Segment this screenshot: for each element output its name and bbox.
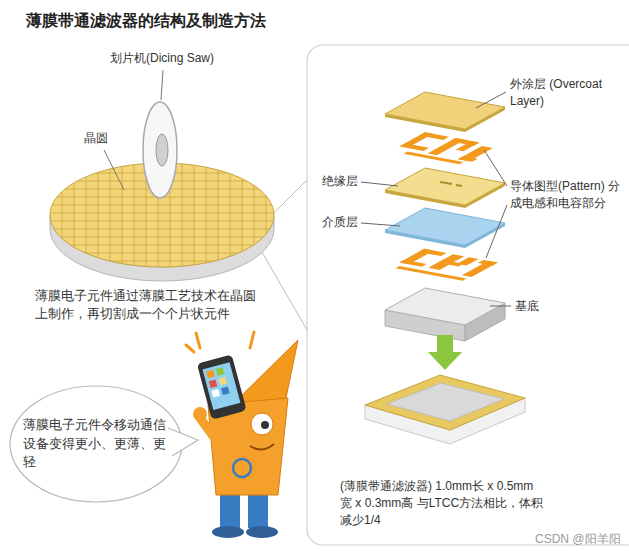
watermark: CSDN @阳羊阳 [535,531,621,548]
dicing-saw [143,102,177,198]
dimension-note: (薄膜带通滤波器) 1.0mm长 x 0.5mm宽 x 0.3mm高 与LTCC… [340,478,545,528]
leader-line [486,205,507,258]
part-label: 介质层 [322,214,358,231]
leader-line [476,92,506,108]
dielectric-layer [385,208,505,248]
mascot [186,332,298,538]
down-arrow [428,335,462,370]
panel [307,45,629,545]
leader-line [104,150,124,190]
pattern-layer [391,132,501,165]
leader-line [361,182,398,186]
part-label: 绝缘层 [322,173,358,190]
substrate [385,288,505,341]
leader-line [161,70,163,100]
leader-line [490,306,511,307]
leader-line [484,150,507,186]
bubble-text-wrap: 薄膜电子元件令移动通信设备变得更小、更薄、更轻 [23,416,169,473]
zoom-line [255,240,307,330]
bubble-text: 薄膜电子元件令移动通信设备变得更小、更薄、更轻 [23,416,169,473]
insulation-layer [385,168,505,208]
pattern-layer [391,249,498,281]
chip [365,375,525,444]
part-label: 导体图型(Pattern) 分成电感和电容部分 [510,178,620,212]
part-label: 外涂层 (Overcoat Layer) [510,76,610,110]
overcoat-layer [385,92,505,132]
title: 薄膜带通滤波器的结构及制造方法 [26,10,266,32]
part-label: 基底 [515,298,539,315]
leader-line [361,223,400,226]
speech-bubble: 薄膜电子元件令移动通信设备变得更小、更薄、更轻 [8,384,184,504]
part-label: 划片机(Dicing Saw) [110,50,214,67]
note: 薄膜电子元件通过薄膜工艺技术在晶圆上制作，再切割成一个个片状元件 [35,288,267,323]
part-label: 晶圆 [84,130,108,147]
